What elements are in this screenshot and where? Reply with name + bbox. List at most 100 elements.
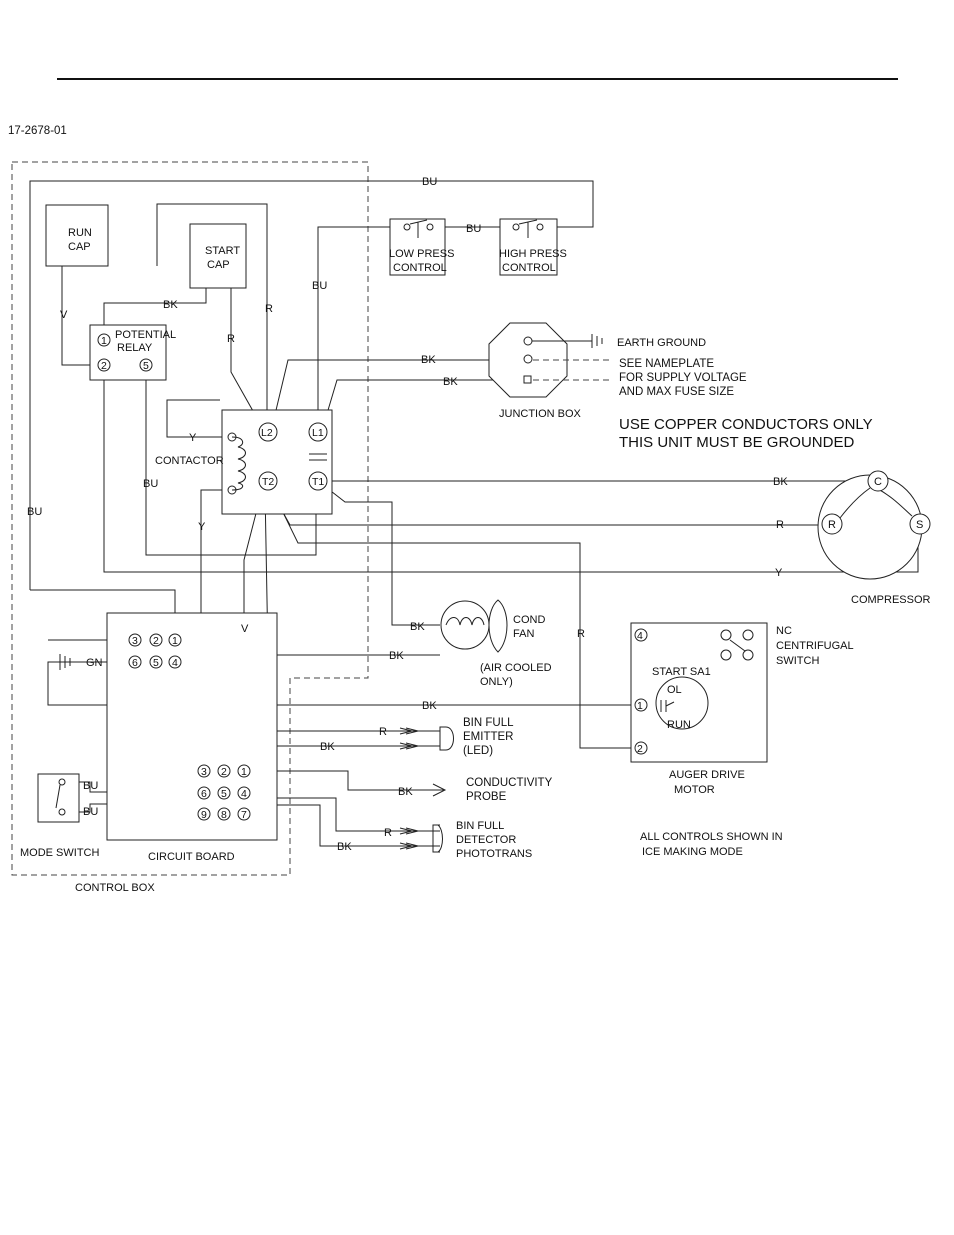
compressor: C R S COMPRESSOR [817,470,931,606]
wire-label-bu: BU [466,223,481,235]
wire-label-bk: BK [773,476,788,488]
relay-label-2: RELAY [117,342,153,354]
run-label: RUN [667,719,691,731]
wire-label-bk: BK [389,650,404,662]
compressor-c: C [874,476,882,488]
motor-label: MOTOR [674,784,715,796]
board-pin-b8: 8 [221,809,227,821]
nameplate-line-2: FOR SUPPLY VOLTAGE [619,372,747,384]
wire-label-r: R [227,333,235,345]
all-controls-line-1: ALL CONTROLS SHOWN IN [640,831,783,843]
start-capacitor: START CAP [189,223,247,289]
wire-label-y: Y [198,521,206,533]
wire-bk-jb1 [271,359,496,428]
mode-switch-label: MODE SWITCH [20,847,99,859]
emitter-label-1: BIN FULL [463,717,514,729]
control-box-outline [11,161,369,876]
wire-label-y: Y [189,432,197,444]
auger-pin-1: 1 [637,700,643,712]
wire-coil-top [166,399,232,438]
junction-box-label: JUNCTION BOX [499,408,582,420]
start-cap-label-2: CAP [207,259,230,271]
relay-pin-1: 1 [101,335,107,347]
board-bottom-terminals: 3 2 1 6 5 4 9 8 7 [197,764,251,821]
start-sa1-label: START SA1 [652,666,711,678]
wire-label-bu: BU [422,176,437,188]
wire-label-bu: BU [312,280,327,292]
terminal-t2: T2 [262,476,274,488]
circuit-board-label: CIRCUIT BOARD [148,851,235,863]
compressor-r: R [828,519,836,531]
terminal-t1: T1 [312,476,324,488]
wire-r-l2 [156,203,268,424]
nc-label: NC [776,625,792,637]
cond-fan-label-2: FAN [513,628,534,640]
wire-label-bu: BU [83,806,98,818]
wire-bu-top [29,180,594,590]
wire-label-r: R [577,628,585,640]
wire-label-bu: BU [143,478,158,490]
run-cap-label-2: CAP [68,241,91,253]
auger-label: AUGER DRIVE [669,769,745,781]
wire-v-relay [61,266,97,366]
relay-pin-5: 5 [143,360,149,372]
wire-label-bk: BK [320,741,335,753]
auger-drive-motor: 4 1 2 START SA1 OL RUN NC CENTRIFUGAL SW… [630,622,854,796]
ground-symbol [59,654,71,670]
board-pin-5: 5 [153,657,159,669]
control-box-label: CONTROL BOX [75,882,155,894]
wire-labels: BU BU BU BU BU BU BU BK BK BK BK BK BK B… [27,176,788,853]
air-cooled-label: (AIR COOLED [480,662,552,674]
board-pin-3: 3 [132,635,138,647]
board-pin-b6: 6 [201,788,207,800]
detector-label-2: DETECTOR [456,834,516,846]
warning-line-1: USE COPPER CONDUCTORS ONLY [619,416,873,433]
junction-box: EARTH GROUND SEE NAMEPLATE FOR SUPPLY VO… [488,322,747,420]
wire-label-r: R [379,726,387,738]
high-press-label-2: CONTROL [502,262,556,274]
switch-label: SWITCH [776,655,819,667]
wire-label-bk: BK [421,354,436,366]
air-cooled-label-2: ONLY) [480,676,513,688]
warning-line-2: THIS UNIT MUST BE GROUNDED [619,434,854,451]
contactor: L2 L1 T2 T1 CONTACTOR [155,409,333,515]
board-pin-2: 2 [153,635,159,647]
low-press-label: LOW PRESS [389,248,454,260]
board-pin-4: 4 [172,657,178,669]
low-press-control: LOW PRESS CONTROL [389,218,454,276]
wire-r-auger [271,489,631,749]
wire-label-bk: BK [337,841,352,853]
wire-label-v: V [60,309,68,321]
detector-label-3: PHOTOTRANS [456,848,532,860]
compressor-s: S [916,519,923,531]
board-pin-6: 6 [132,657,138,669]
board-pin-b4: 4 [241,788,247,800]
wire-r-detector [240,797,440,832]
wire-bu-l1 [317,226,390,424]
wire-bk-probe [250,770,445,791]
conductivity-probe: CONDUCTIVITY PROBE [432,777,553,803]
emitter-label-2: EMITTER [463,731,513,743]
board-pin-1: 1 [172,635,178,647]
all-controls-line-2: ICE MAKING MODE [642,846,743,858]
wire-label-bu: BU [27,506,42,518]
wire-bk-jb2 [322,379,496,428]
probe-label-1: CONDUCTIVITY [466,777,553,789]
run-cap-label: RUN [68,227,92,239]
high-press-control: HIGH PRESS CONTROL [499,218,567,276]
board-pin-b7: 7 [241,809,247,821]
wire-label-bk: BK [443,376,458,388]
wire-label-bk: BK [410,621,425,633]
wire-gn-bk [47,661,631,706]
ol-label: OL [667,684,682,696]
board-pin-b2: 2 [221,766,227,778]
earth-ground-label: EARTH GROUND [617,337,706,349]
auger-pin-2: 2 [637,743,643,755]
centrifugal-label: CENTRIFUGAL [776,640,854,652]
wire-label-r: R [776,519,784,531]
board-top-terminals: 3 2 1 6 5 4 [128,633,182,669]
run-capacitor: RUN CAP [45,204,109,267]
relay-label: POTENTIAL [115,329,176,341]
board-pin-b5: 5 [221,788,227,800]
